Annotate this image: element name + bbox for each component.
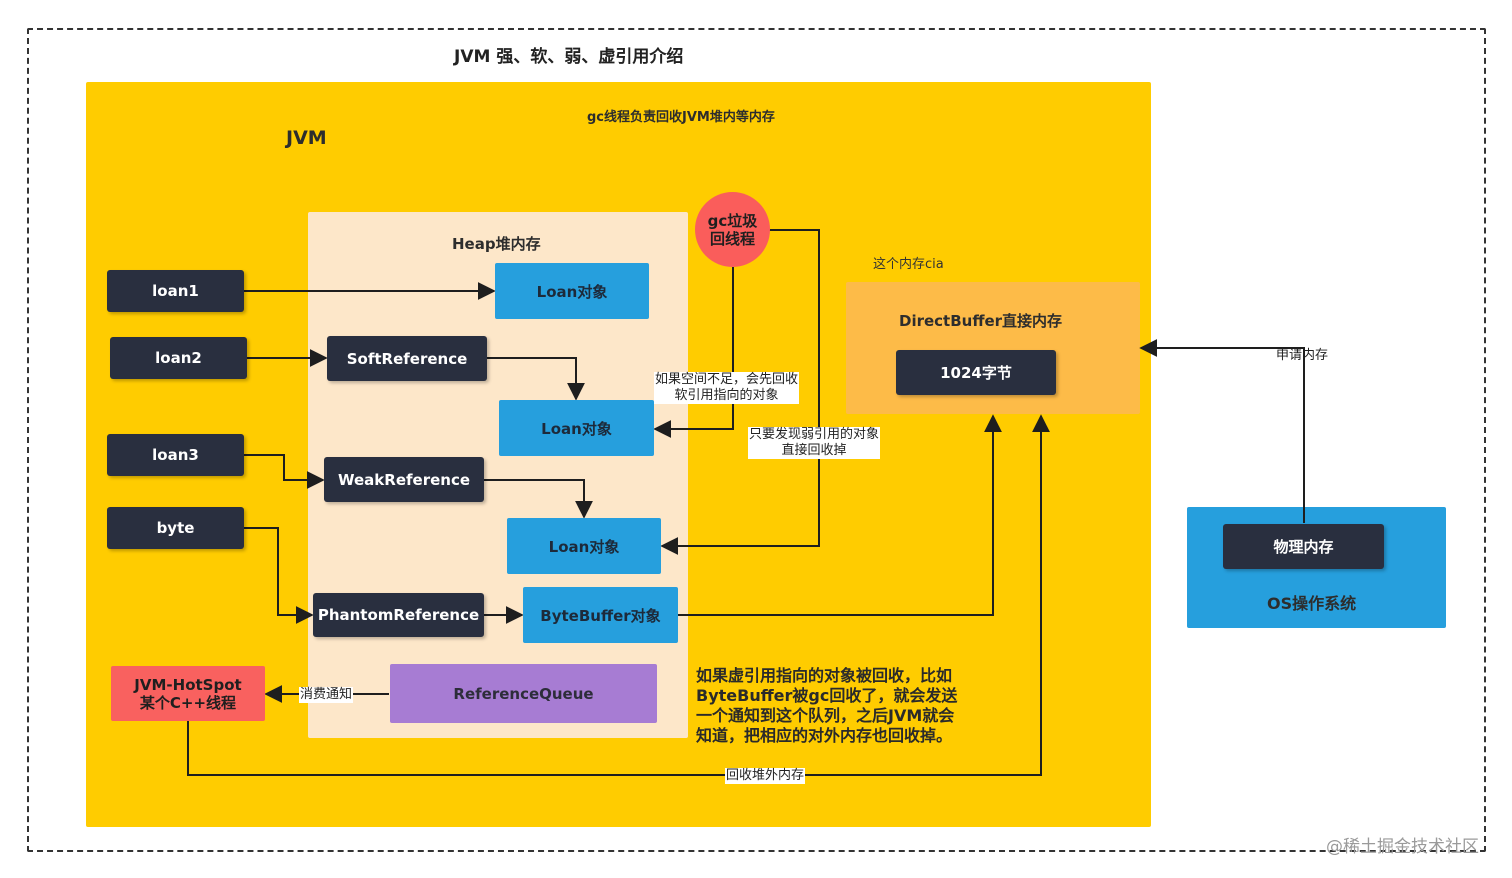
- jvm-label: JVM: [286, 127, 327, 149]
- soft-gc-label: 如果空间不足，会先回收 软引用指向的对象: [654, 372, 800, 404]
- note-line1: 如果虚引用指向的对象被回收，比如: [696, 666, 953, 685]
- loan3-box: loan3: [107, 434, 244, 476]
- soft-reference-box: SoftReference: [327, 336, 487, 381]
- loan-object-strong: Loan对象: [495, 263, 649, 319]
- gc-thread-circle: gc垃圾回线程: [695, 192, 770, 267]
- watermark: @稀土掘金技术社区: [1326, 837, 1479, 857]
- gc-thread-line2: 回线程: [709, 229, 755, 248]
- loan1-box: loan1: [107, 270, 244, 312]
- gc-note: gc线程负责回收JVM堆内等内存: [587, 110, 775, 125]
- note-line4: 知道，把相应的对外内存也回收掉。: [696, 726, 953, 745]
- note-line2: ByteBuffer被gc回收了，就会发送: [696, 686, 958, 705]
- apply-memory-label: 申请内存: [1276, 348, 1329, 363]
- note-line3: 一个通知到这个队列，之后JVM就会: [696, 706, 955, 725]
- outer-dashed-frame: [27, 28, 1486, 852]
- gc-thread-line1: gc垃圾: [707, 211, 758, 230]
- loan2-box: loan2: [110, 337, 247, 379]
- edge-loan3-to-weakref: [244, 454, 325, 489]
- edge-weakref-to-loan-object: [484, 479, 593, 519]
- bytebuffer-object: ByteBuffer对象: [523, 587, 678, 643]
- loan-object-weak: Loan对象: [507, 518, 661, 574]
- weak-gc-line1: 只要发现弱引用的对象: [749, 427, 880, 442]
- weak-gc-line2: 直接回收掉: [781, 443, 847, 458]
- heap-label: Heap堆内存: [452, 235, 541, 253]
- direct-size-box: 1024字节: [896, 350, 1056, 395]
- weak-gc-label: 只要发现弱引用的对象 直接回收掉: [748, 427, 881, 459]
- edge-gc-to-soft-loan: [653, 267, 734, 438]
- diagram-title: JVM 强、软、弱、虚引用介绍: [454, 47, 684, 67]
- weak-reference-box: WeakReference: [324, 457, 484, 502]
- byte-box: byte: [107, 507, 244, 549]
- os-label: OS操作系统: [1267, 594, 1357, 613]
- soft-gc-line2: 软引用指向的对象: [674, 388, 779, 403]
- direct-buffer-label: DirectBuffer直接内存: [899, 312, 1063, 330]
- reclaim-offheap-label: 回收堆外内存: [725, 768, 806, 784]
- hotspot-line1: JVM-HotSpot: [134, 675, 242, 694]
- phantom-note: 如果虚引用指向的对象被回收，比如 ByteBuffer被gc回收了，就会发送 一…: [696, 666, 957, 746]
- loan-object-soft: Loan对象: [499, 400, 654, 456]
- soft-gc-line1: 如果空间不足，会先回收: [655, 372, 799, 387]
- edge-softref-to-loan-object: [487, 357, 585, 401]
- edge-bytebuffer-to-direct: [678, 414, 1002, 616]
- phantom-reference-box: PhantomReference: [313, 593, 484, 637]
- edge-gc-to-weak-loan: [660, 229, 820, 555]
- direct-caption: 这个内存cia: [873, 257, 944, 272]
- notify-label: 消费通知: [299, 687, 354, 703]
- physical-memory-box: 物理内存: [1223, 524, 1384, 569]
- edge-hotspot-to-direct: [187, 414, 1050, 776]
- hotspot-line2: 某个C++线程: [139, 693, 237, 712]
- reference-queue-box: ReferenceQueue: [390, 664, 657, 723]
- edge-byte-to-phantomref: [244, 527, 314, 624]
- edge-os-to-direct: [1139, 339, 1305, 523]
